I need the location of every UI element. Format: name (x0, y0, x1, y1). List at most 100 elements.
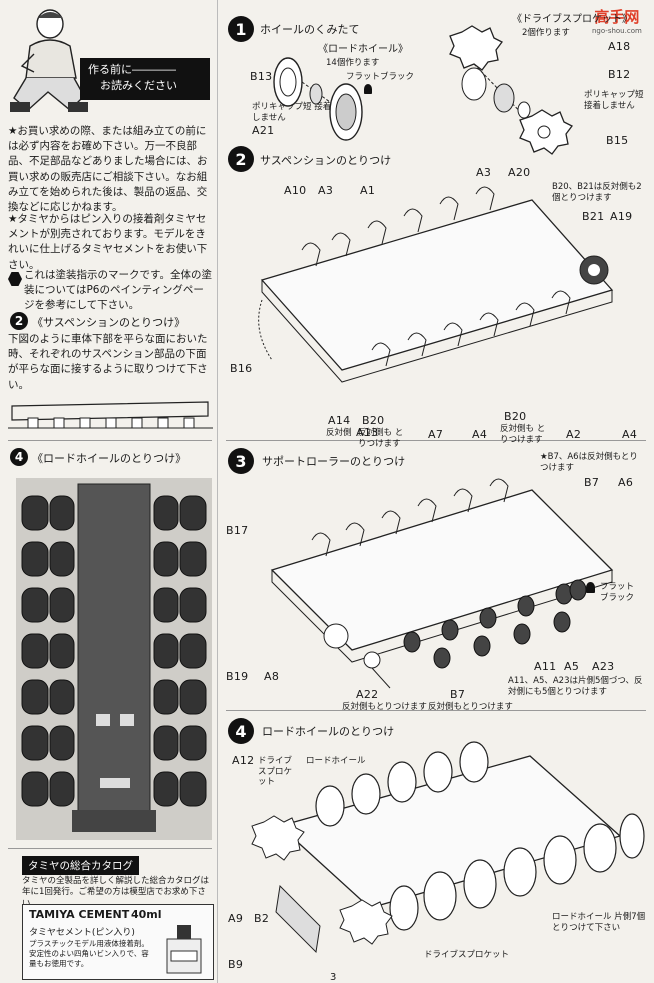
divider-left (8, 440, 212, 441)
step1-flat-black-label: フラットブラック (346, 72, 415, 82)
support-roller-diagram (270, 478, 614, 689)
step4-road-wheel: ロードホイール (306, 756, 366, 766)
step2-part-label: A4 (472, 428, 488, 441)
watermark-logo: 高手网 ngo-shou.com (592, 6, 642, 35)
step2-opposite-also: 反対側も とりつけます (358, 428, 404, 449)
catalog-text: タミヤの全製品を詳しく解説した総合カタログは年に1回発行。ご希望の方は模型店でお… (22, 876, 210, 909)
step4-drive-sprocket: ドライブ スプロケット (258, 756, 293, 788)
step1-polycap-note: ポリキャップ短 接着しません (252, 102, 332, 123)
step4-number: 4 (228, 718, 254, 744)
step3-part-label: A22 (356, 688, 379, 701)
cement-name: タミヤセメント(ピン入り) (29, 928, 135, 938)
step3-note: ★B7、A6は反対側もとりつけます (540, 452, 638, 473)
step2-part-label: A3 (476, 166, 492, 179)
intro-paragraph-3: これは塗装指示のマークです。全体の塗装についてはP6のペインティングページを参考… (24, 269, 212, 312)
hull-underside-photo (16, 478, 212, 840)
step2-part-label: B21 (582, 210, 605, 223)
divider-right-1 (226, 440, 646, 441)
step1-sprocket-qty: 2個作ります (522, 28, 570, 38)
step1-road-wheel-qty: 14個作ります (326, 58, 380, 68)
step1-part-label: B12 (608, 68, 631, 81)
step2-part-label: A4 (622, 428, 638, 441)
intro-paragraph-2: ★タミヤからはピン入りの接着剤タミヤセメントが別売されております。モデルをきれい… (8, 213, 208, 271)
step1-part-label: A21 (252, 124, 275, 137)
side-step2-number: 2 (10, 312, 28, 330)
step2-part-label: B20 (504, 410, 527, 423)
step2-opposite-also-2: 反対側も とりつけます (500, 424, 546, 445)
paint-mark-icon (8, 272, 22, 286)
sprocket-diagram (449, 25, 573, 155)
step4-part-label: A9 (228, 912, 244, 925)
step1-part-label: A18 (608, 40, 631, 53)
hull-side-diagram (8, 401, 213, 429)
step4-drive-sprocket-2: ドライブスプロケット (424, 950, 510, 960)
step3-part-label: A23 (592, 660, 615, 673)
catalog-bar: タミヤの総合カタログ (22, 856, 139, 875)
step1-sprocket-label: 《ドライブスプロケット》 (512, 14, 632, 25)
step3-part-label: B19 (226, 670, 249, 683)
step1-title: ホイールのくみたて (260, 23, 360, 36)
step2-part-label: A20 (508, 166, 531, 179)
divider-left-2 (8, 848, 212, 849)
step1-part-label: B13 (250, 70, 273, 83)
cement-brand: TAMIYA CEMENT (29, 908, 130, 921)
road-wheel-assembly-diagram (251, 741, 645, 954)
step2-part-label: A13 (356, 426, 379, 439)
divider-right-2 (226, 710, 646, 711)
step3-flat-black: フラットブラック (600, 582, 635, 603)
step1-number: 1 (228, 16, 254, 42)
step3-part-label: B17 (226, 524, 249, 537)
step4-road-wheel-note: ロードホイール 片側7個とりつけて下さい (552, 912, 646, 933)
side-step2-text: 下図のように車体下部を平らな面においた時、それぞれのサスペンション部品の下面が平… (8, 333, 208, 391)
intro-heading-line1: 作る前に―――― (88, 63, 176, 76)
step3-opposite-also-2: 反対側もとりつけます (428, 702, 513, 712)
cement-bottle-icon (166, 925, 202, 974)
flat-black-swatch-2 (586, 582, 595, 593)
step3-part-label: A8 (264, 670, 280, 683)
intro-paragraph-1: ★お買い求めの際、または組み立ての前には必ず内容をお確め下さい。万一不良部品、不… (8, 125, 208, 214)
step2-note: B20、B21は反対側も2個とりつけます (552, 182, 642, 203)
step2-part-label: A7 (428, 428, 444, 441)
step2-part-label: B16 (230, 362, 253, 375)
step3-part-label: A11 (534, 660, 557, 673)
watermark-url: ngo-shou.com (592, 27, 642, 35)
step1-road-wheel-label: 《ロードホイール》 (318, 44, 408, 55)
step4-title: ロードホイールのとりつけ (262, 725, 395, 738)
step4-part-label: B9 (228, 958, 244, 971)
side-step2-title: 《サスペンションのとりつけ》 (32, 316, 186, 329)
cement-desc: プラスチックモデル用液体接着剤。安定性のよい四角いビン入りで、容量もお徳用です。 (29, 939, 149, 968)
step2-part-label: A1 (360, 184, 376, 197)
step3-part-label: A6 (618, 476, 634, 489)
step3-title: サポートローラーのとりつけ (262, 455, 406, 468)
road-wheel-diagram (273, 57, 363, 141)
step2-opposite: 反対側 (326, 428, 352, 438)
step2-part-label: B20 (362, 414, 385, 427)
worker-illustration (10, 9, 88, 112)
step1-polycap-note-2: ポリキャップ短 接着しません (584, 90, 644, 111)
intro-heading-box: 作る前に―――― お読みください (80, 58, 210, 100)
step3-part-label: B7 (450, 688, 466, 701)
step2-number: 2 (228, 146, 254, 172)
step4-part-label: B2 (254, 912, 270, 925)
flat-black-swatch (364, 84, 372, 94)
step2-part-label: A10 (284, 184, 307, 197)
column-divider (217, 0, 218, 983)
step3-part-label: A5 (564, 660, 580, 673)
suspension-diagram (258, 186, 614, 383)
step3-opposite-also: 反対側もとりつけます (342, 702, 427, 712)
step1-part-label: B15 (606, 134, 629, 147)
step3-part-label: B7 (584, 476, 600, 489)
side-step4-number: 4 (10, 448, 28, 466)
step2-part-label: A2 (566, 428, 582, 441)
watermark-brand: 高手网 (594, 8, 640, 26)
cement-volume: 40ml (131, 908, 162, 921)
step2-part-label: A3 (318, 184, 334, 197)
side-step4-title: 《ロードホイールのとりつけ》 (32, 452, 187, 465)
step3-number: 3 (228, 448, 254, 474)
step2-part-label: A19 (610, 210, 633, 223)
step3-pair-note: A11、A5、A23は片側5個づつ、反対側にも5個とりつけます (508, 676, 643, 697)
page-number: 3 (330, 972, 337, 983)
cement-ad: TAMIYA CEMENT 40ml タミヤセメント(ピン入り) プラスチックモ… (22, 904, 214, 980)
step2-title: サスペンションのとりつけ (260, 154, 392, 167)
intro-heading-line2: お読みください (100, 79, 177, 92)
